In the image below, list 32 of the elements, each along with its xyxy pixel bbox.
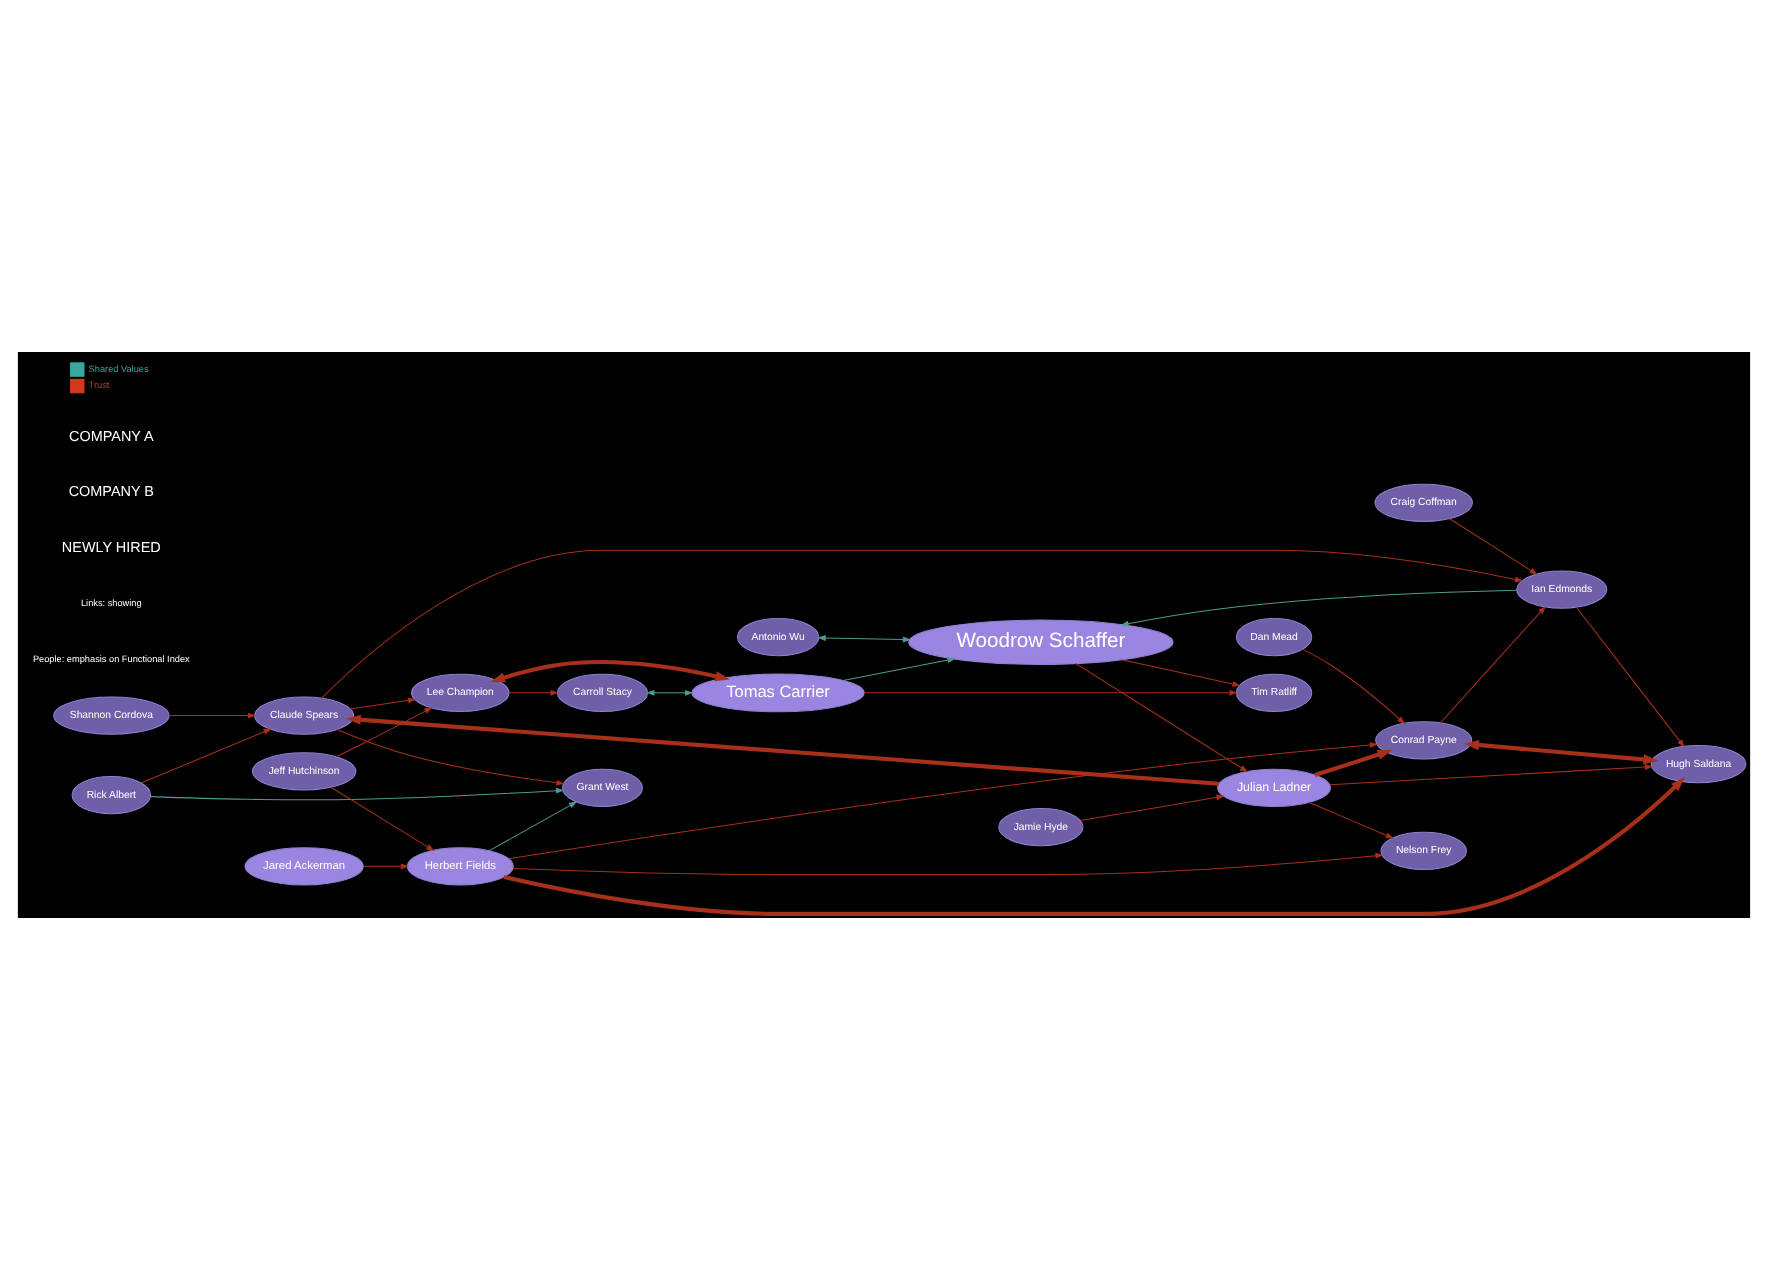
arrow xyxy=(1079,793,1225,821)
arrow xyxy=(349,696,417,709)
arrow xyxy=(330,785,435,851)
arrow xyxy=(863,688,1238,695)
arrow xyxy=(488,800,578,851)
arrow xyxy=(150,786,565,800)
arrow xyxy=(817,634,912,642)
arrow xyxy=(490,659,730,682)
arrow xyxy=(335,706,433,757)
arrow xyxy=(141,727,272,783)
arrow xyxy=(508,688,559,695)
arrow xyxy=(1314,748,1393,776)
arrow xyxy=(346,713,1219,785)
arrow xyxy=(842,656,956,680)
arrow xyxy=(1308,800,1395,838)
arrow xyxy=(503,776,1685,915)
arrow xyxy=(646,688,694,695)
arrow xyxy=(169,711,257,718)
arrow xyxy=(1575,605,1685,747)
arrow xyxy=(1120,588,1518,626)
arrow xyxy=(321,548,1524,698)
arrow xyxy=(362,862,410,869)
arrow xyxy=(1449,517,1538,574)
arrow xyxy=(1302,647,1406,724)
arrow xyxy=(1329,763,1654,785)
arrow xyxy=(1075,661,1249,772)
arrow xyxy=(508,741,1379,859)
arrow xyxy=(1464,739,1659,764)
arrow xyxy=(1120,658,1241,686)
arrow xyxy=(512,851,1384,875)
arrow xyxy=(336,728,565,785)
arrow xyxy=(1440,604,1546,723)
